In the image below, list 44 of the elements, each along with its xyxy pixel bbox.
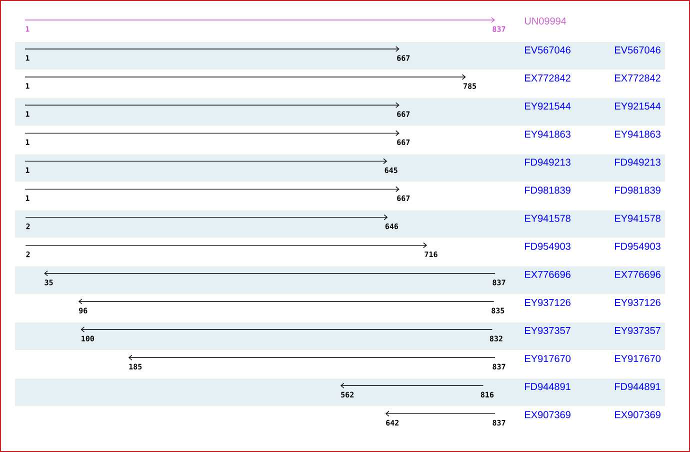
alignment-arrow	[24, 74, 466, 80]
alignment-arrow	[24, 186, 400, 192]
alignment-arrow	[25, 242, 427, 248]
accession-id: EY941578	[615, 214, 660, 222]
accession-id: FD981839	[615, 186, 660, 194]
accession-id: EY937357	[615, 326, 660, 334]
accession-id: FD944891	[525, 383, 570, 390]
alignment-arrow	[128, 354, 496, 360]
accession-id: EY917670	[615, 355, 661, 362]
accession-id: EX907369	[615, 411, 660, 418]
accession-id: EY937126	[525, 298, 570, 306]
accession-id: FD949213	[615, 158, 660, 166]
accession-id: EY941863	[525, 130, 570, 138]
accession-id: FD981839	[525, 186, 570, 194]
alignment-arrow	[24, 158, 388, 164]
accession-id: EY937357	[525, 326, 570, 334]
alignment-arrow	[385, 410, 496, 417]
alignment-arrow	[25, 214, 388, 220]
accession-id: FD949213	[525, 158, 570, 166]
accession-id: EX776696	[615, 270, 660, 278]
alignment-arrow	[24, 17, 495, 23]
accession-id: FD954903	[615, 242, 660, 250]
accession-id: EY917670	[525, 355, 571, 362]
alignment-arrow	[340, 382, 484, 388]
alignment-arrow	[24, 102, 400, 108]
accession-id: EX907369	[525, 411, 570, 418]
accession-id: EV567046	[525, 46, 570, 54]
alignment-arrow	[24, 46, 400, 52]
accession-id: EY937126	[615, 298, 660, 306]
alignment-arrow	[78, 298, 494, 304]
accession-id: EV567046	[615, 46, 660, 54]
accession-id: FD944891	[615, 383, 660, 390]
accession-id: EY941863	[615, 130, 660, 138]
alignment-arrow	[80, 326, 493, 332]
accession-id: EX772842	[615, 74, 660, 82]
accession-id: EX776696	[525, 270, 570, 278]
accession-id: FD954903	[525, 242, 570, 250]
accession-id: EX772842	[525, 74, 570, 82]
accession-id: EY921544	[525, 102, 571, 110]
alignment-arrow	[24, 130, 400, 136]
accession-id: EY941578	[525, 214, 570, 222]
alignment-arrow	[44, 270, 496, 276]
accession-id: EY921544	[615, 102, 661, 110]
accession-id: UN09994	[524, 17, 566, 25]
